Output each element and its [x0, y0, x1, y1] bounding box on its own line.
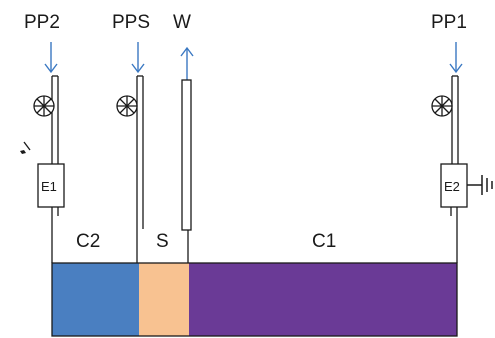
valve-icon-pp1 — [431, 95, 453, 117]
label-e1: E1 — [41, 179, 57, 194]
electrode-e2: E2 — [440, 163, 468, 208]
outlet-arrow-w — [180, 46, 194, 80]
tube-pp1 — [450, 75, 459, 263]
label-w: W — [173, 12, 191, 33]
valve-icon-pp2 — [33, 95, 55, 117]
compartment-c2 — [52, 263, 139, 336]
label-pps: PPS — [112, 12, 150, 33]
inlet-arrow-pp1 — [449, 42, 463, 74]
label-pp1: PP1 — [431, 12, 467, 33]
tube-pp2 — [51, 75, 59, 263]
label-c1: C1 — [312, 231, 336, 252]
label-s: S — [156, 231, 169, 252]
tube-w — [181, 79, 192, 263]
compartment-bar — [51, 262, 458, 337]
electrode-e1: E1 — [37, 163, 65, 208]
compartment-s — [139, 263, 189, 336]
inlet-arrow-pp2 — [44, 42, 58, 74]
label-e2: E2 — [444, 179, 460, 194]
ground-icon — [467, 175, 493, 195]
label-pp2: PP2 — [24, 12, 60, 33]
label-c2: C2 — [76, 231, 100, 252]
lightning-icon — [16, 138, 31, 166]
compartment-c1 — [189, 263, 457, 336]
inlet-arrow-pps — [131, 42, 145, 74]
tube-pps — [136, 75, 144, 263]
valve-icon-pps — [116, 95, 138, 117]
